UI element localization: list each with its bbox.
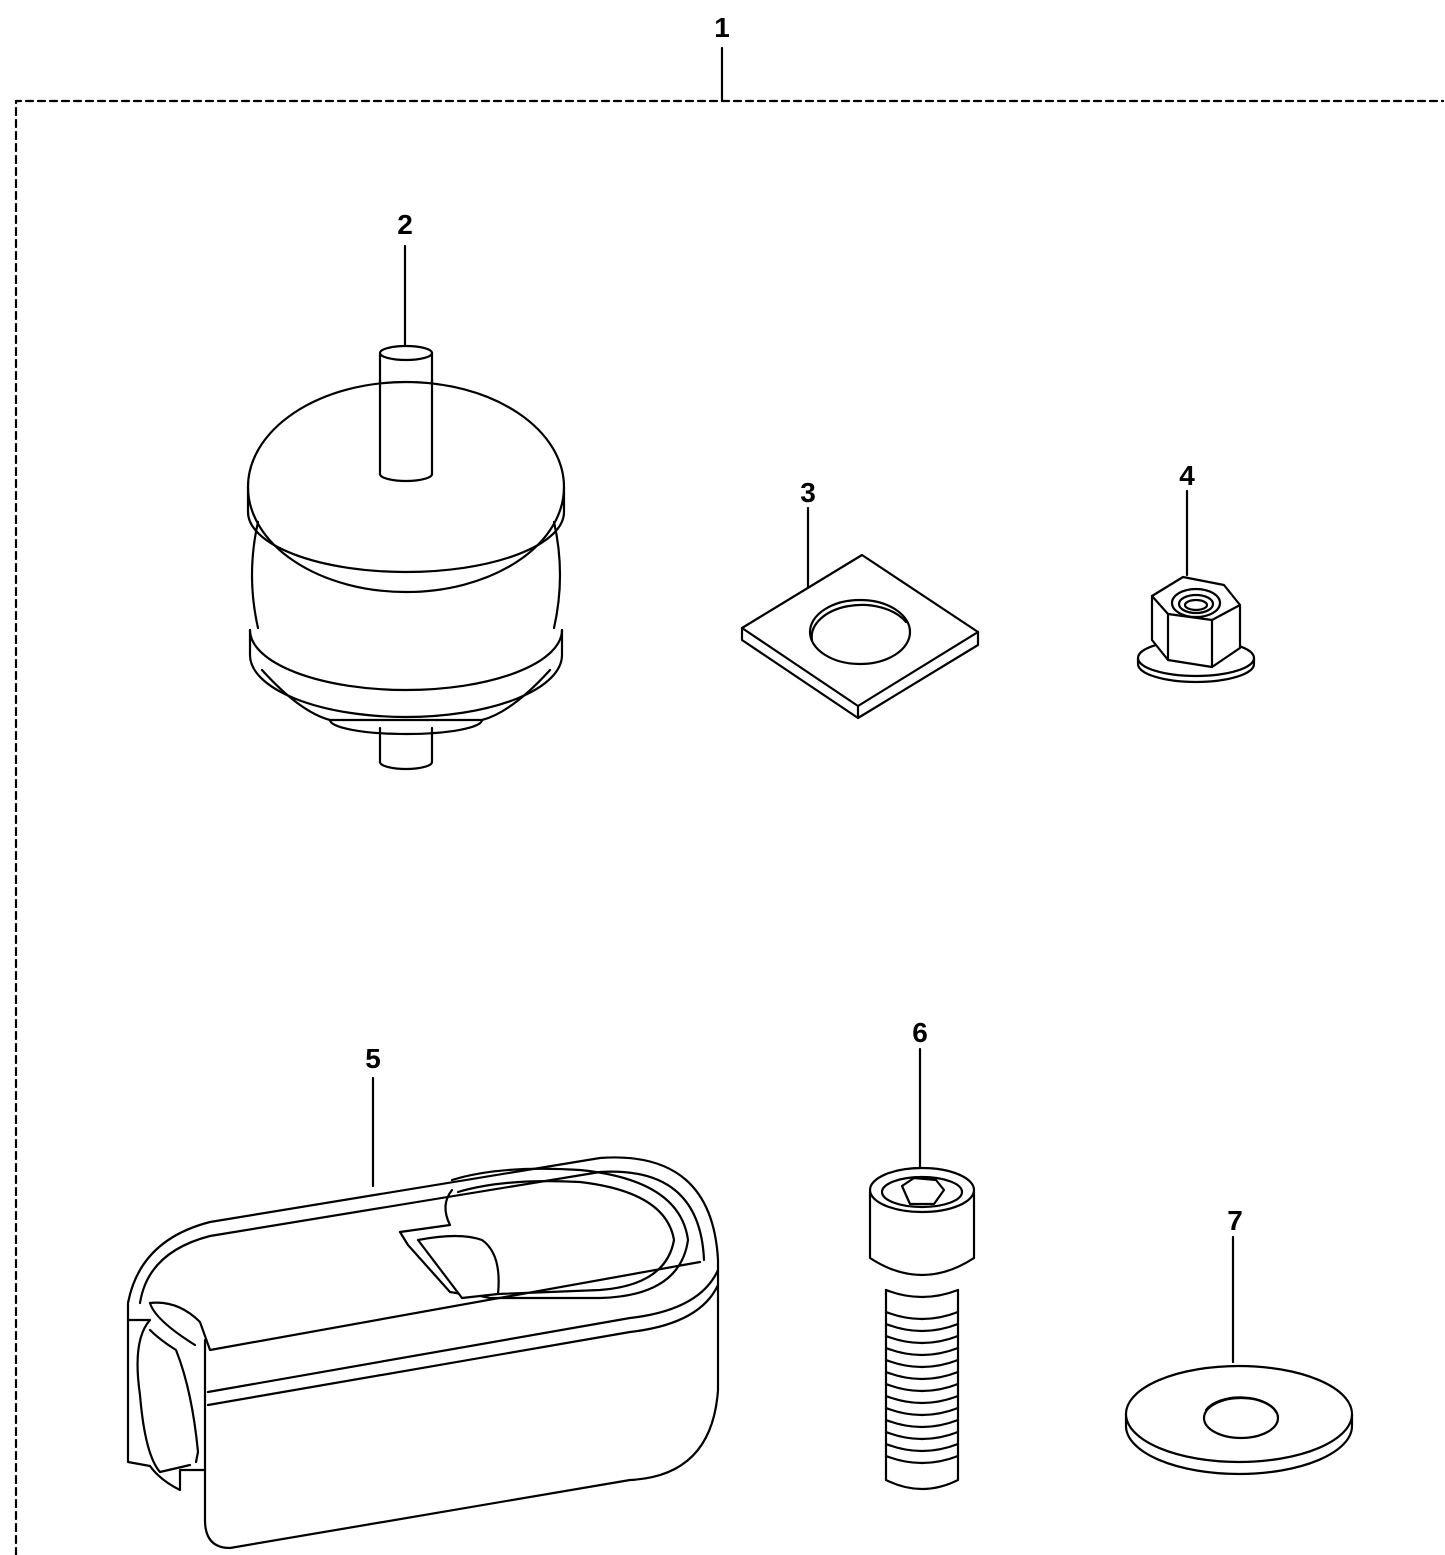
callout-1: 1 [714, 12, 730, 43]
callout-3: 3 [800, 477, 816, 508]
part-6-socket-screw [868, 1047, 976, 1490]
callout-7: 7 [1227, 1205, 1243, 1236]
part-7-flat-washer [1124, 1235, 1354, 1476]
part-3-square-washer [740, 506, 980, 720]
callout-2: 2 [397, 209, 413, 240]
callout-4: 4 [1179, 460, 1195, 491]
part-2-rubber-mount [246, 244, 566, 771]
part-5-clamp-cover [126, 1076, 720, 1550]
kit-boundary [14, 46, 1445, 1555]
callout-6: 6 [912, 1017, 928, 1048]
part-4-flange-nut [1136, 489, 1256, 684]
callout-5: 5 [365, 1043, 381, 1074]
